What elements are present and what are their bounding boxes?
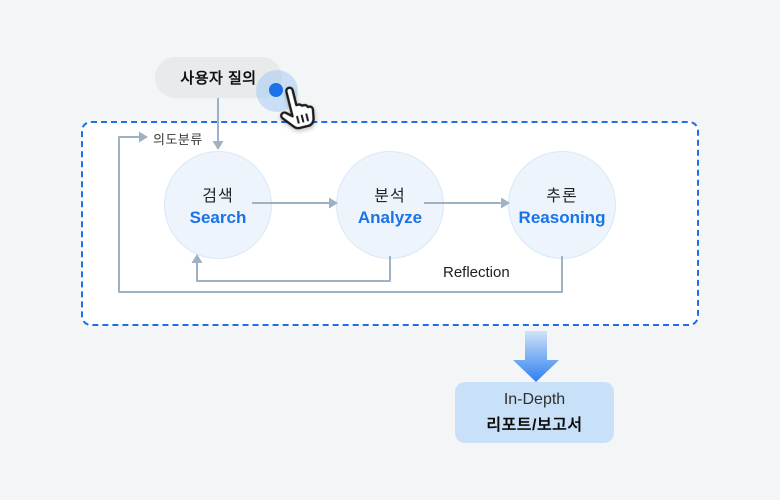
output-arrow-icon: [513, 331, 559, 382]
stage-search-en-label: Search: [189, 208, 247, 227]
output-report-box: In-Depth 리포트/보고서: [455, 382, 614, 443]
output-title: In-Depth: [503, 390, 566, 408]
hand-pointer-icon: [280, 86, 315, 130]
stage-search: 검색 Search: [164, 151, 272, 259]
stage-analyze-en-label: Analyze: [357, 208, 423, 227]
reflection-label: Reflection: [443, 264, 510, 281]
stage-analyze: 분석 Analyze: [336, 151, 444, 259]
user-query-button[interactable]: 사용자 질의: [155, 57, 282, 98]
stage-reasoning-en-label: Reasoning: [518, 208, 606, 227]
stage-reasoning: 추론 Reasoning: [508, 151, 616, 259]
stage-reasoning-ko-label: 추론: [546, 188, 578, 205]
intent-classification-label: 의도분류: [153, 132, 203, 147]
stage-analyze-ko-label: 분석: [374, 188, 406, 205]
click-dot-icon: [269, 83, 283, 97]
stage-search-ko-label: 검색: [202, 188, 234, 205]
output-subtitle: 리포트/보고서: [486, 416, 583, 434]
